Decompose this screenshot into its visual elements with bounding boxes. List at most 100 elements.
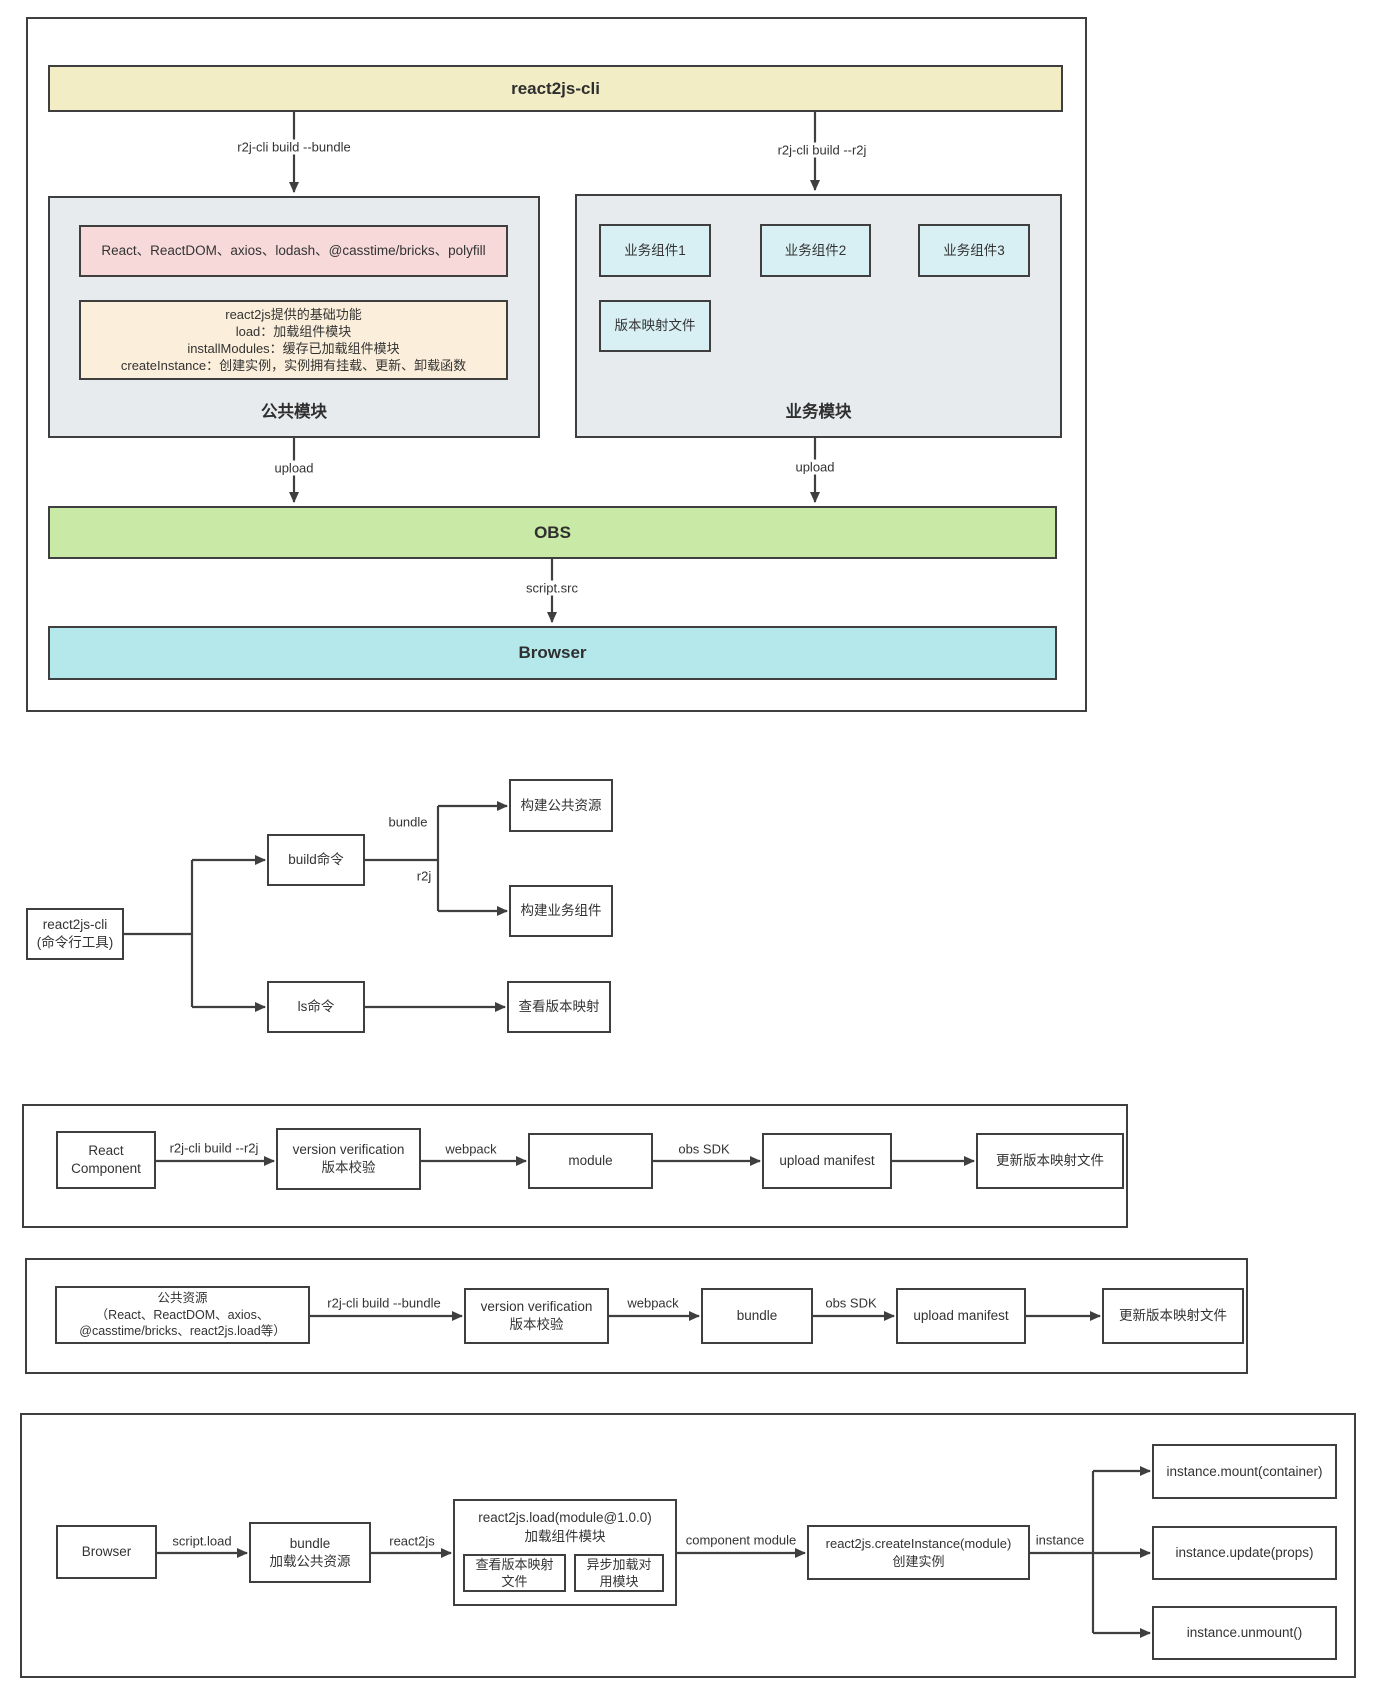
label-cmd-r2j: r2j-cli build --r2j [773, 142, 871, 158]
public-features-box: react2js提供的基础功能 load：加载组件模块 installModul… [79, 300, 508, 380]
instance-update-text: instance.update(props) [1175, 1545, 1314, 1561]
label-bundle-branch: bundle [384, 814, 432, 830]
instance-mount-text: instance.mount(container) [1166, 1463, 1323, 1479]
upload-manifest-box-bundle: upload manifest [896, 1288, 1026, 1344]
instance-unmount-box: instance.unmount() [1152, 1606, 1337, 1660]
react-component-line2: Component [71, 1161, 141, 1176]
label-pipeline2-obs-sdk: obs SDK [821, 1295, 881, 1311]
feature-line: load：加载组件模块 [235, 323, 352, 339]
view-version-text: 查看版本映射 [518, 999, 600, 1015]
runtime-browser-box: Browser [56, 1525, 157, 1579]
verify-line1: version verification [292, 1142, 405, 1158]
public-resources-line1: 公共资源 [157, 1291, 208, 1306]
load-bundle-line2: 加载公共资源 [269, 1553, 351, 1569]
version-map-text: 版本映射文件 [614, 318, 696, 334]
public-resources-line3: @casstime/bricks、react2js.load等） [79, 1324, 286, 1339]
runtime-flow-frame [20, 1413, 1356, 1678]
view-version-box: 查看版本映射 [507, 981, 611, 1033]
cli-root-box: react2js-cli (命令行工具) [26, 908, 124, 960]
async-load-line2: 用模块 [599, 1574, 639, 1589]
label-upload-left: upload [270, 460, 318, 476]
view-version-file-subbox: 查看版本映射 文件 [463, 1554, 566, 1592]
obs-bar: OBS [48, 506, 1057, 559]
ls-cmd-box: ls命令 [267, 981, 365, 1033]
feature-line: installModules：缓存已加载组件模块 [187, 341, 400, 356]
architecture-outer-frame [26, 17, 1087, 712]
update-manifest-box-bundle: 更新版本映射文件 [1102, 1288, 1244, 1344]
build-public-box: 构建公共资源 [509, 779, 613, 832]
component-pipeline-frame [22, 1104, 1128, 1228]
update-manifest-text: 更新版本映射文件 [996, 1153, 1104, 1169]
react-component-box: React Component [56, 1131, 156, 1189]
public-resources-box: 公共资源 （React、ReactDOM、axios、 @casstime/br… [55, 1286, 310, 1344]
public-module-label: 公共模块 [261, 403, 327, 421]
cli-root-line2: (命令行工具) [36, 935, 114, 950]
label-component-module: component module [681, 1532, 801, 1548]
load-bundle-line1: bundle [289, 1535, 331, 1551]
load-bundle-box: bundle 加载公共资源 [249, 1522, 371, 1583]
ls-cmd-text: ls命令 [297, 999, 335, 1015]
feature-line: react2js提供的基础功能 [225, 306, 362, 322]
module-text: module [568, 1153, 613, 1169]
update-manifest-text: 更新版本映射文件 [1119, 1308, 1227, 1324]
obs-label: OBS [534, 522, 571, 542]
bundle-text: bundle [736, 1308, 778, 1324]
upload-manifest-text: upload manifest [779, 1153, 875, 1169]
browser-label: Browser [518, 643, 587, 662]
label-react2js: react2js [385, 1533, 439, 1549]
architecture-title-bar: react2js-cli [48, 65, 1063, 112]
label-cmd-bundle: r2j-cli build --bundle [233, 139, 355, 155]
public-deps-text: React、ReactDOM、axios、lodash、@casstime/br… [101, 243, 486, 259]
load-title-line1: react2js.load(module@1.0.0) [478, 1510, 652, 1525]
business-module-label: 业务模块 [785, 403, 852, 421]
architecture-title: react2js-cli [511, 78, 600, 98]
upload-manifest-box-r2j: upload manifest [762, 1133, 892, 1189]
version-map-box: 版本映射文件 [599, 300, 711, 352]
feature-line: createInstance：创建实例，实例拥有挂载、更新、卸载函数 [120, 358, 467, 374]
update-manifest-box-r2j: 更新版本映射文件 [976, 1133, 1124, 1189]
label-pipeline1-obs-sdk: obs SDK [674, 1141, 734, 1157]
business-comp1-box: 业务组件1 [599, 224, 711, 277]
label-pipeline1-webpack: webpack [441, 1141, 501, 1157]
build-cmd-box: build命令 [267, 834, 365, 886]
async-load-subbox: 异步加载对 用模块 [574, 1554, 664, 1592]
business-comp3-box: 业务组件3 [918, 224, 1030, 277]
instance-mount-box: instance.mount(container) [1152, 1444, 1337, 1499]
label-r2j-branch: r2j [412, 868, 436, 884]
instance-update-box: instance.update(props) [1152, 1526, 1337, 1580]
runtime-browser-text: Browser [81, 1544, 132, 1560]
label-pipeline2-webpack: webpack [623, 1295, 683, 1311]
build-cmd-text: build命令 [288, 852, 344, 868]
create-instance-line2: 创建实例 [892, 1553, 945, 1569]
label-pipeline1-cmd: r2j-cli build --r2j [165, 1140, 263, 1156]
business-comp2-text: 业务组件2 [784, 242, 847, 258]
async-load-line1: 异步加载对 [586, 1556, 652, 1572]
public-resources-line2: （React、ReactDOM、axios、 [95, 1307, 270, 1322]
view-version-file-line2: 文件 [501, 1574, 528, 1589]
load-title-line2: 加载组件模块 [524, 1528, 606, 1544]
business-comp3-text: 业务组件3 [943, 242, 1005, 258]
verify-box-bundle: version verification 版本校验 [464, 1288, 609, 1344]
upload-manifest-text: upload manifest [913, 1308, 1009, 1324]
label-pipeline2-cmd: r2j-cli build --bundle [323, 1295, 445, 1311]
business-comp1-text: 业务组件1 [624, 242, 686, 258]
verify-box-r2j: version verification 版本校验 [276, 1128, 421, 1190]
bundle-box: bundle [701, 1288, 813, 1344]
view-version-file-line1: 查看版本映射 [475, 1556, 554, 1572]
browser-bar: Browser [48, 626, 1057, 680]
verify-line1: version verification [480, 1299, 593, 1315]
build-public-text: 构建公共资源 [520, 797, 602, 813]
react-component-line1: React [88, 1143, 124, 1159]
public-deps-box: React、ReactDOM、axios、lodash、@casstime/br… [79, 225, 508, 277]
business-comp2-box: 业务组件2 [760, 224, 871, 277]
label-script-src: script.src [522, 580, 582, 596]
label-upload-right: upload [791, 459, 839, 475]
instance-unmount-text: instance.unmount() [1186, 1625, 1303, 1641]
build-business-text: 构建业务组件 [520, 903, 602, 919]
verify-line2: 版本校验 [321, 1160, 376, 1175]
label-script-load: script.load [168, 1533, 236, 1549]
cli-root-line1: react2js-cli [42, 917, 108, 933]
label-instance: instance [1031, 1532, 1089, 1548]
bundle-pipeline-frame [25, 1258, 1248, 1374]
